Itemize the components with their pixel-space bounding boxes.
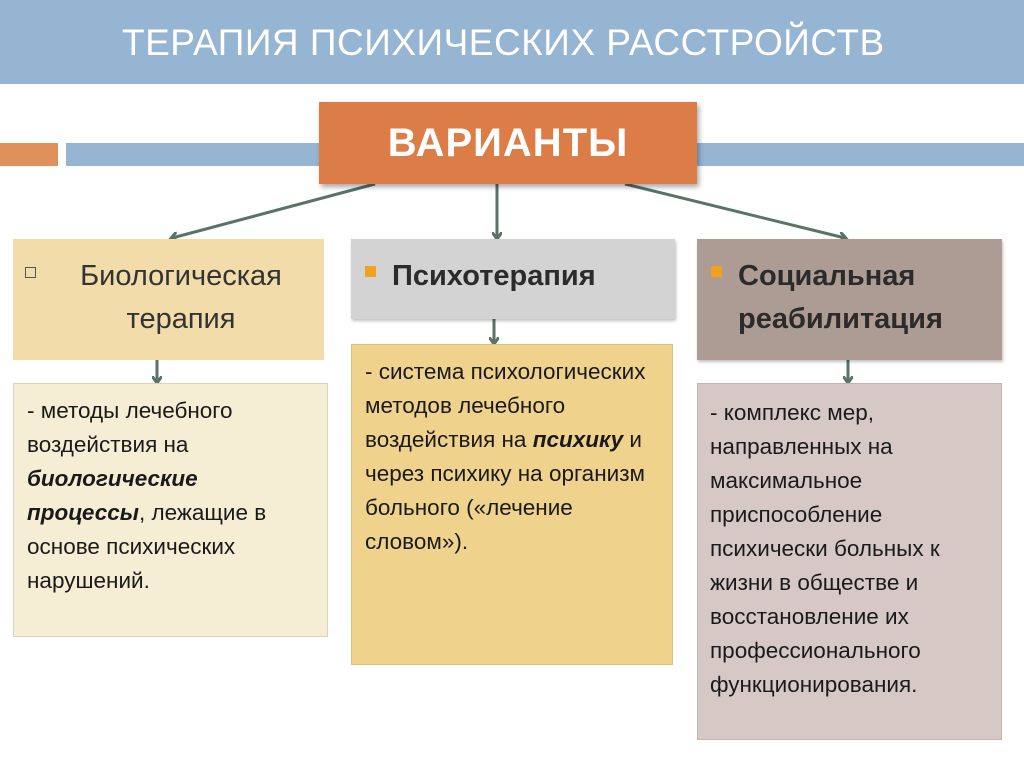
psy-text-before: - система психологических методов лечебн… (365, 359, 646, 452)
title-bar: ТЕРАПИЯ ПСИХИЧЕСКИХ РАССТРОЙСТВ (0, 0, 1024, 84)
branch-psy-heading: Психотерапия (351, 239, 675, 319)
psy-text-after: и через психику на организм больного («л… (365, 427, 645, 554)
branch-bio-heading: Биологическая терапия (13, 239, 324, 360)
branch-soc-heading: Социальная реабилитация (697, 239, 1002, 360)
bio-text-after: , лежащие в основе психических нарушений… (27, 500, 267, 593)
branch-soc-description: - комплекс мер, направленных на максимал… (697, 383, 1002, 740)
arrow-to-bio (172, 182, 376, 238)
slide-title: ТЕРАПИЯ ПСИХИЧЕСКИХ РАССТРОЙСТВ (122, 22, 885, 63)
root-node: ВАРИАНТЫ (319, 102, 697, 184)
accent-stripe-orange (0, 143, 58, 166)
orange-square-bullet-icon (365, 266, 376, 277)
soc-text: - комплекс мер, направленных на максимал… (710, 400, 940, 697)
orange-square-bullet-icon (711, 266, 722, 277)
hollow-square-bullet-icon (25, 267, 36, 278)
psy-emphasis: психику (532, 427, 624, 452)
bio-emphasis: биологические процессы (27, 466, 198, 525)
arrow-to-soc (624, 182, 845, 238)
branch-soc-title: Социальная реабилитация (738, 260, 943, 335)
branch-bio-title: Биологическая терапия (80, 260, 282, 335)
branch-bio-description: - методы лечебного воздействия на биолог… (13, 383, 328, 637)
root-node-label: ВАРИАНТЫ (387, 120, 629, 165)
branch-psy-description: - система психологических методов лечебн… (351, 344, 673, 665)
branch-psy-title: Психотерапия (392, 260, 596, 292)
bio-text-before: - методы лечебного воздействия на (27, 398, 233, 457)
